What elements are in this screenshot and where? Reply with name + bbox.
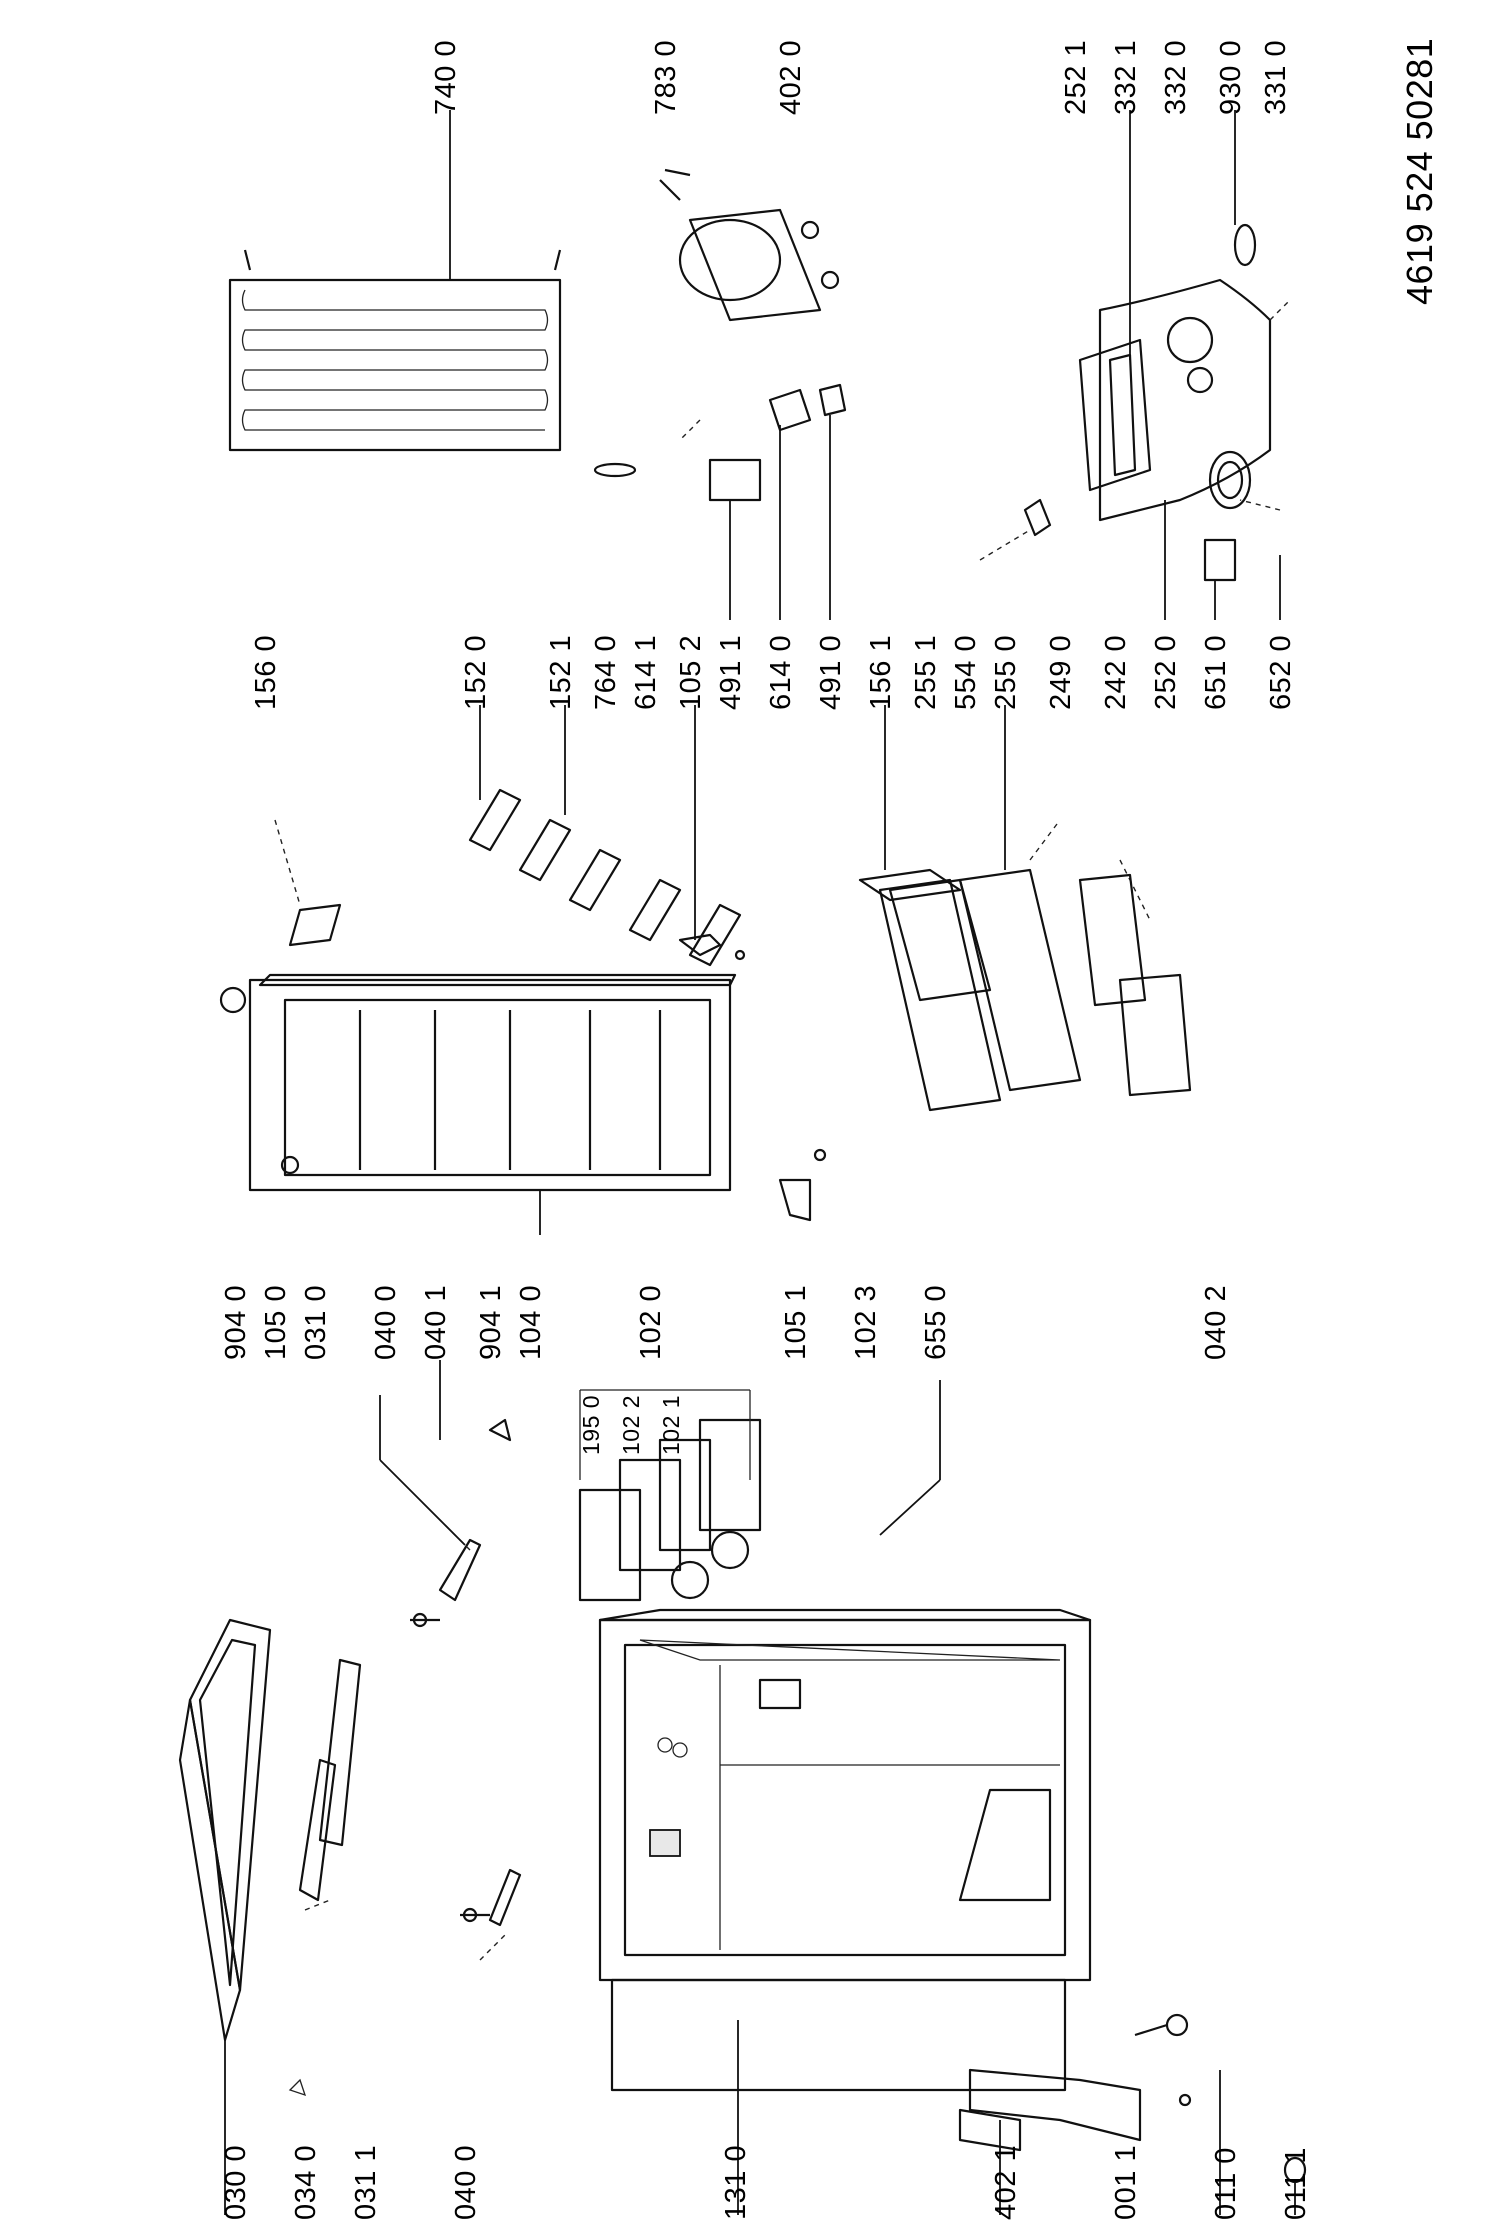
part-label-105-1: 105 1 — [780, 1284, 812, 1360]
part-label-031-1: 031 1 — [350, 2144, 382, 2220]
part-label-491-0: 491 0 — [815, 634, 847, 710]
hinge-drawing — [410, 1418, 522, 1961]
part-label-105-2: 105 2 — [675, 634, 707, 710]
part-label-156-1: 156 1 — [865, 634, 897, 710]
part-label-031-0: 031 0 — [300, 1284, 332, 1360]
part-label-011-0: 011 0 — [1210, 2147, 1242, 2220]
part-label-740-0: 740 0 — [430, 39, 462, 115]
part-label-195-0: 195 0 — [578, 1394, 604, 1455]
part-label-332-1: 332 1 — [1110, 39, 1142, 115]
part-label-255-0: 255 0 — [990, 634, 1022, 710]
part-label-102-1: 102 1 — [658, 1394, 684, 1455]
part-label-242-0: 242 0 — [1100, 634, 1132, 710]
part-label-904-0: 904 0 — [220, 1284, 252, 1360]
part-label-102-2: 102 2 — [618, 1394, 644, 1455]
part-label-152-0: 152 0 — [460, 634, 492, 710]
part-label-930-0: 930 0 — [1215, 39, 1247, 115]
part-label-651-0: 651 0 — [1200, 634, 1232, 710]
part-label-402-1: 402 1 — [990, 2144, 1022, 2220]
part-label-040-1: 040 1 — [420, 1284, 452, 1360]
part-label-252-0: 252 0 — [1150, 634, 1182, 710]
part-label-331-0: 331 0 — [1260, 39, 1292, 115]
part-label-040-2: 040 2 — [1200, 1284, 1232, 1360]
part-label-131-0: 131 0 — [720, 2144, 752, 2220]
part-label-614-0: 614 0 — [765, 634, 797, 710]
part-label-783-0: 783 0 — [650, 39, 682, 115]
leader-lines — [224, 110, 1296, 2215]
part-label-156-0: 156 0 — [250, 634, 282, 710]
part-label-102-0: 102 0 — [635, 1284, 667, 1360]
part-label-491-1: 491 1 — [715, 634, 747, 710]
relay-drawing — [679, 383, 847, 502]
part-label-040-0: 040 0 — [370, 1284, 402, 1360]
part-label-249-0: 249 0 — [1045, 634, 1077, 710]
gasket-drawing — [178, 1618, 362, 2097]
document-id: 4619 524 50281 — [1399, 37, 1440, 305]
control-housing-drawing — [979, 223, 1291, 582]
door-boxes-drawing — [578, 1389, 762, 1602]
part-label-332-0: 332 0 — [1160, 39, 1192, 115]
cabinet-drawing — [598, 1608, 1307, 2184]
part-label-904-1: 904 1 — [475, 1284, 507, 1360]
part-label-764-0: 764 0 — [590, 634, 622, 710]
part-label-252-1: 252 1 — [1060, 39, 1092, 115]
part-label-652-0: 652 0 — [1265, 634, 1297, 710]
part-label-104-0: 104 0 — [515, 1284, 547, 1360]
part-label-255-1: 255 1 — [910, 634, 942, 710]
part-label-001-1: 001 1 — [1110, 2144, 1142, 2220]
shelves-drawing — [858, 819, 1192, 1112]
part-label-655-0: 655 0 — [920, 1284, 952, 1360]
part-label-034-0: 034 0 — [290, 2144, 322, 2220]
part-label-614-1: 614 1 — [630, 634, 662, 710]
compressor-drawing — [659, 168, 840, 322]
condenser-drawing — [228, 249, 637, 478]
part-label-102-3: 102 3 — [850, 1284, 882, 1360]
part-label-040-0-b: 040 0 — [450, 2144, 482, 2220]
part-label-402-0: 402 0 — [775, 39, 807, 115]
part-label-030-0: 030 0 — [220, 2144, 252, 2220]
part-label-105-0: 105 0 — [260, 1284, 292, 1360]
part-label-011-1: 011 1 — [1280, 2147, 1312, 2220]
part-label-152-1: 152 1 — [545, 634, 577, 710]
door-drawing — [219, 788, 827, 1222]
part-label-554-0: 554 0 — [950, 634, 982, 710]
